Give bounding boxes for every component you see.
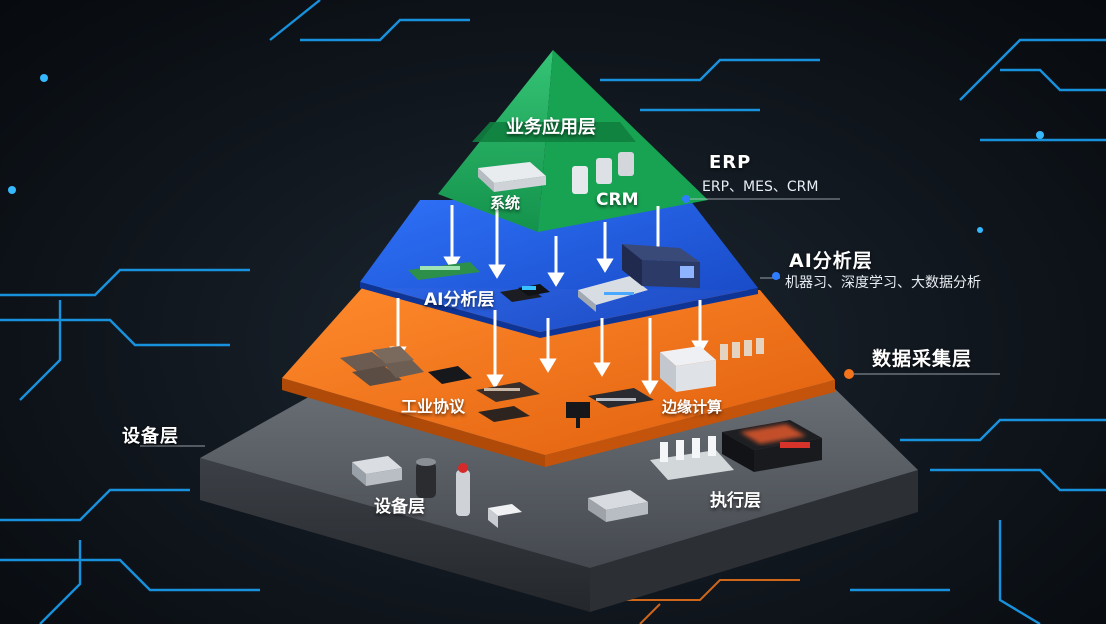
green-band [472, 122, 636, 142]
execution-layer-label: 执行层 [710, 491, 761, 511]
data-collection-callout-title: 数据采集层 [872, 348, 973, 370]
actuator-array-icon [650, 436, 734, 480]
pcb-module-icon [476, 382, 540, 422]
ic-chip-icon [428, 366, 472, 384]
ai-layer-label: AI分析层 [424, 290, 495, 310]
monitor-icon [566, 402, 590, 428]
erp-callout-title: ERP [709, 152, 752, 173]
erp-callout-dot [682, 195, 690, 203]
industrial-protocol-label: 工业协议 [401, 397, 466, 416]
ai-callout-dot [772, 272, 780, 280]
edge-server-icon [578, 276, 648, 312]
crm-label: CRM [596, 190, 639, 210]
device-layer-base [200, 380, 918, 612]
plc-controller-icon [722, 420, 822, 472]
circuit-nodes [8, 74, 1044, 233]
top-layer-title: 业务应用层 [506, 117, 596, 138]
ai-callout-subtitle: 机器习、深度学习、大数据分析 [785, 275, 981, 291]
device-layer-label: 设备层 [374, 497, 425, 517]
gpu-server-icon [622, 244, 700, 288]
data-collection-layer [282, 288, 835, 467]
data-flow-arrows [389, 205, 709, 395]
base-front-side [200, 458, 590, 612]
data-callout-dot [844, 369, 854, 379]
motor-cylinder-icon [416, 458, 436, 498]
modules-cluster-icon [340, 346, 424, 386]
relay-bank-icon [720, 338, 764, 360]
base-top-face [200, 380, 918, 568]
orange-side [282, 378, 545, 467]
edge-computing-label: 边缘计算 [662, 398, 723, 416]
system-label: 系统 [490, 194, 521, 212]
switch-module-icon [488, 504, 522, 528]
erp-callout-subtitle: ERP、MES、CRM [702, 179, 819, 195]
orange-side-right [545, 380, 835, 467]
circuit-traces-orange [610, 579, 800, 624]
ai-callout-title: AI分析层 [789, 250, 873, 272]
proximity-sensor-icon [456, 463, 470, 516]
edge-box-icon [660, 346, 716, 392]
blue-edge [360, 282, 758, 338]
controller-box-icon [588, 490, 648, 522]
sensor-module-icon [352, 456, 402, 486]
storage-cylinders-icon [572, 152, 634, 194]
business-application-layer [438, 50, 708, 232]
circuit-board-icon [408, 262, 480, 280]
processor-chip-icon [500, 284, 550, 302]
orange-top-face [282, 288, 835, 455]
base-right-side [590, 470, 918, 612]
gateway-device-icon [588, 388, 654, 408]
device-callout-title: 设备层 [122, 426, 179, 447]
server-rack-icon [478, 162, 546, 192]
